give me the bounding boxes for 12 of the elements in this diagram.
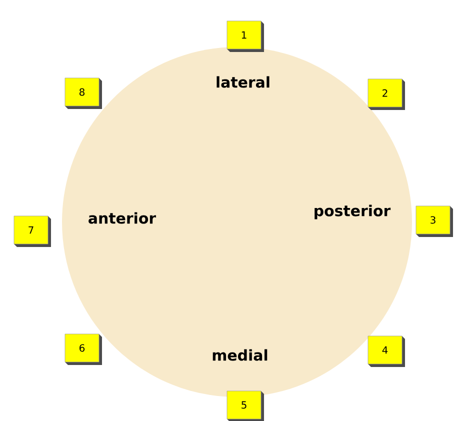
direction-label: anterior [88,212,156,224]
number-box: 7 [14,216,51,247]
number-box: 1 [226,20,264,52]
direction-label: lateral [216,76,270,88]
number-box: 6 [64,334,102,365]
direction-label: medial [212,349,268,361]
number-box: 4 [368,336,405,367]
number-box: 5 [226,390,264,421]
number-box: 8 [64,78,102,109]
number-box: 3 [416,206,453,237]
direction-label: posterior [314,204,391,220]
number-box: 2 [368,78,405,110]
